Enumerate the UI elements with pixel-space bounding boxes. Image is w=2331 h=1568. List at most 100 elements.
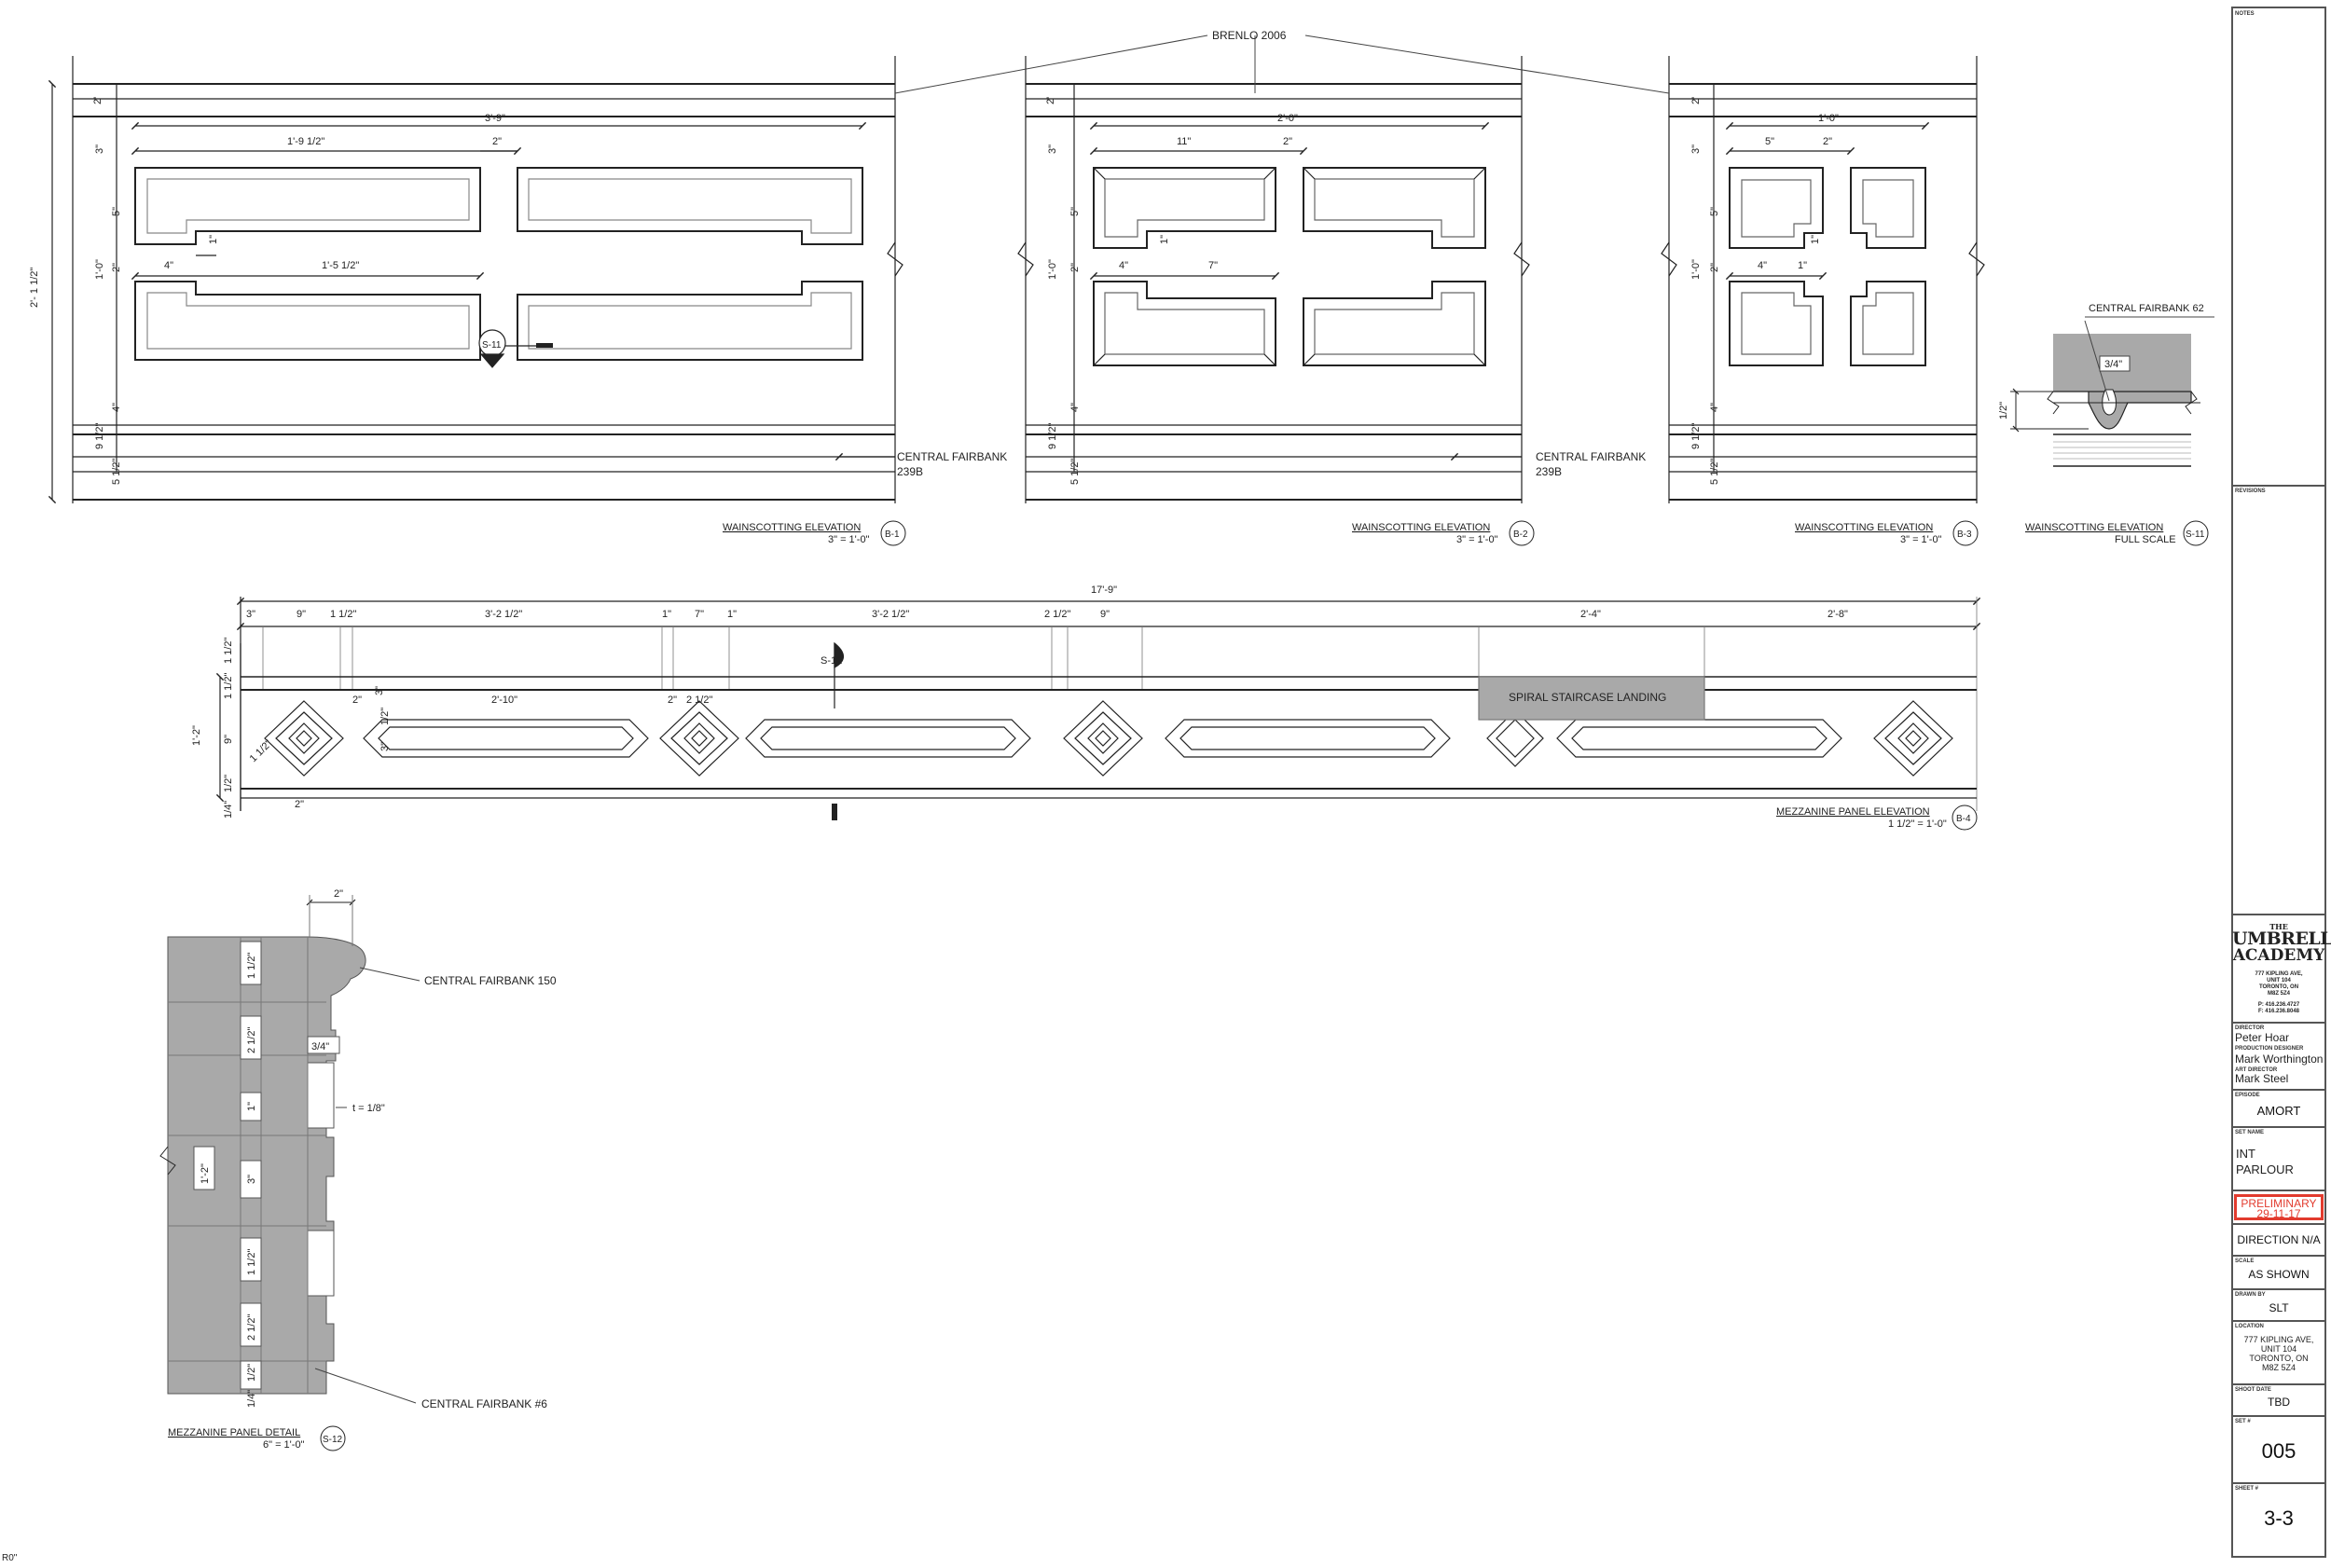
b1-dim-3in: 3": [94, 144, 105, 154]
location-label: LOCATION: [2235, 1324, 2264, 1329]
elevation-b3-labels: 2' 1'-0" 5" 2" 3" 5" 1" 1'-0" 2" 4" 1" 4…: [1690, 97, 1839, 485]
b3-dim-1in: 1": [1810, 235, 1821, 244]
b4-dim-3: 3'-2 1/2": [485, 609, 522, 620]
studio-address-3: TORONTO, ON: [2258, 984, 2299, 990]
b1-scale: 3" = 1'-0": [828, 534, 870, 545]
b3-dim-gap: 2": [1823, 136, 1832, 147]
direction-value: DIRECTION N/A: [2237, 1233, 2321, 1246]
b4-scale: 1 1/2" = 1'-0": [1888, 818, 1947, 830]
fairbank-239-line2-b: 239B: [1536, 465, 1562, 478]
set-number-section: SET # 005: [2232, 1415, 2325, 1482]
b2-dim-1ft: 1'-0": [1047, 259, 1058, 280]
b2-dim-3in: 3": [1047, 144, 1058, 154]
drawn-by-value: SLT: [2269, 1301, 2289, 1314]
status-date: 29-11-17: [2256, 1207, 2301, 1220]
location-section: LOCATION 777 KIPLING AVE, UNIT 104 TORON…: [2232, 1320, 2325, 1383]
b4-dim-0: 3": [246, 609, 255, 620]
fairbank-239-line2-a: 239B: [897, 465, 923, 478]
fairbank-239-callout-b: CENTRAL FAIRBANK 239B: [1536, 450, 1646, 478]
revisions-label: REVISIONS: [2235, 488, 2266, 494]
b4-inner-dim-7: 1 1/2": [248, 738, 275, 765]
logo-line-1: THE: [2269, 922, 2288, 931]
b2-dim-panel-width: 11": [1177, 136, 1191, 147]
sheet-number-label: SHEET #: [2235, 1486, 2259, 1492]
set-number-label: SET #: [2235, 1419, 2251, 1424]
b1-dim-5in: 5": [111, 207, 122, 216]
studio-address-1: 777 KIPLING AVE,: [2255, 971, 2303, 977]
b4-left-dim-0: 1 1/2": [223, 638, 234, 664]
s12-thickness: t = 1/8": [352, 1103, 385, 1114]
s11-scale: FULL SCALE: [2115, 534, 2176, 545]
studio-fax: F: 416.236.8048: [2257, 1009, 2300, 1014]
b2-dim-4in: 4": [1119, 260, 1128, 271]
b4-dim-5: 7": [695, 609, 704, 620]
elevation-b2-labels: 2' 2'-0" 11" 2" 3" 5" 1" 1'-0" 2" 4" 7" …: [1045, 97, 1298, 485]
b4-inner-dim-5: 1/2": [379, 708, 391, 725]
credits-section: DIRECTOR Peter Hoar PRODUCTION DESIGNER …: [2232, 1022, 2325, 1089]
b2-scale: 3" = 1'-0": [1456, 534, 1498, 545]
director-label: DIRECTOR: [2235, 1025, 2265, 1031]
b1-dim-4in-b: 4": [111, 403, 122, 412]
b2-dim-4in-b: 4": [1069, 403, 1081, 412]
b4-dim-11: 2'-8": [1828, 609, 1848, 620]
location-line-1: 777 KIPLING AVE,: [2243, 1335, 2314, 1344]
b1-dim-9half: 9 1/2": [94, 423, 105, 449]
sheet-corner-label: R0": [2, 1553, 18, 1563]
b4-landing-label: SPIRAL STAIRCASE LANDING: [1509, 691, 1666, 704]
s12-dim-8: 3/4": [311, 1041, 329, 1052]
b1-dim-panel-width: 1'-9 1/2": [287, 136, 324, 147]
s12-dim-9: 1/4": [246, 1390, 257, 1408]
b3-dim-1in-b: 1": [1798, 260, 1807, 271]
b1-dim-gap: 2": [492, 136, 502, 147]
s12-dim-7: 1'-2": [200, 1163, 211, 1184]
fairbank-239-line1-b: CENTRAL FAIRBANK: [1536, 450, 1646, 463]
b4-inner-dim-0: 2": [352, 695, 362, 706]
scale-value: AS SHOWN: [2248, 1268, 2310, 1281]
b1-dim-2in-b: 2": [111, 263, 122, 272]
s11-dim-three-quarter: 3/4": [2104, 359, 2122, 370]
notes-label: NOTES: [2235, 11, 2255, 17]
b4-left-dim-1: 1 1/2": [223, 673, 234, 699]
designer-label: PRODUCTION DESIGNER: [2235, 1046, 2304, 1052]
b3-dim-4in-b: 4": [1709, 403, 1720, 412]
b4-tag: B-4: [1956, 814, 1971, 824]
s11-tag: S-11: [2186, 530, 2205, 540]
set-name-line-1: INT: [2236, 1147, 2255, 1161]
location-line-3: TORONTO, ON: [2249, 1354, 2309, 1363]
b1-section-ref: S-11: [482, 340, 502, 351]
b2-dim-7in: 7": [1208, 260, 1218, 271]
shoot-date-section: SHOOT DATE TBD: [2232, 1383, 2325, 1415]
s12-scale: 6" = 1'-0": [263, 1439, 305, 1451]
elevation-b3: [1661, 56, 1985, 503]
b1-tag: B-1: [885, 530, 900, 540]
b4-inner-dim-2: 2'-10": [491, 695, 517, 706]
status-text: PRELIMINARY: [2241, 1197, 2317, 1210]
elevation-b4-labels: 17'-9" 3" 9" 1 1/2" 3'-2 1/2" 1" 7" 1" 3…: [191, 585, 1978, 831]
b4-dim-8: 2 1/2": [1044, 609, 1070, 620]
b1-dim-overall-height: 2'- 1 1/2": [29, 268, 40, 308]
sheet-number-value: 3-3: [2264, 1506, 2294, 1530]
status-section: PRELIMINARY 29-11-17: [2232, 1190, 2325, 1223]
b4-dim-1: 9": [297, 609, 306, 620]
art-director-name: Mark Steel: [2235, 1072, 2289, 1085]
b4-left-dim-3: 9": [223, 735, 234, 744]
b1-dim-2ft: 2': [92, 97, 103, 104]
episode-section: EPISODE AMORT: [2232, 1089, 2325, 1126]
set-name-label: SET NAME: [2235, 1130, 2265, 1135]
b4-inner-dim-6: 3": [379, 742, 391, 751]
drawn-by-label: DRAWN BY: [2235, 1292, 2266, 1298]
drawn-by-section: DRAWN BY SLT: [2232, 1288, 2325, 1320]
b4-inner-dim-3: 2": [668, 695, 677, 706]
detail-s12: [159, 895, 421, 1404]
b3-scale: 3" = 1'-0": [1900, 534, 1942, 545]
location-line-2: UNIT 104: [2260, 1344, 2297, 1354]
fairbank-239-callout-a: CENTRAL FAIRBANK 239B: [897, 450, 1007, 478]
set-name-section: SET NAME INT PARLOUR: [2232, 1126, 2325, 1190]
brenlo-label: BRENLO 2006: [1212, 29, 1287, 42]
s12-dim-2: 1": [246, 1102, 257, 1111]
logo-line-3: ACADEMY: [2232, 946, 2325, 965]
